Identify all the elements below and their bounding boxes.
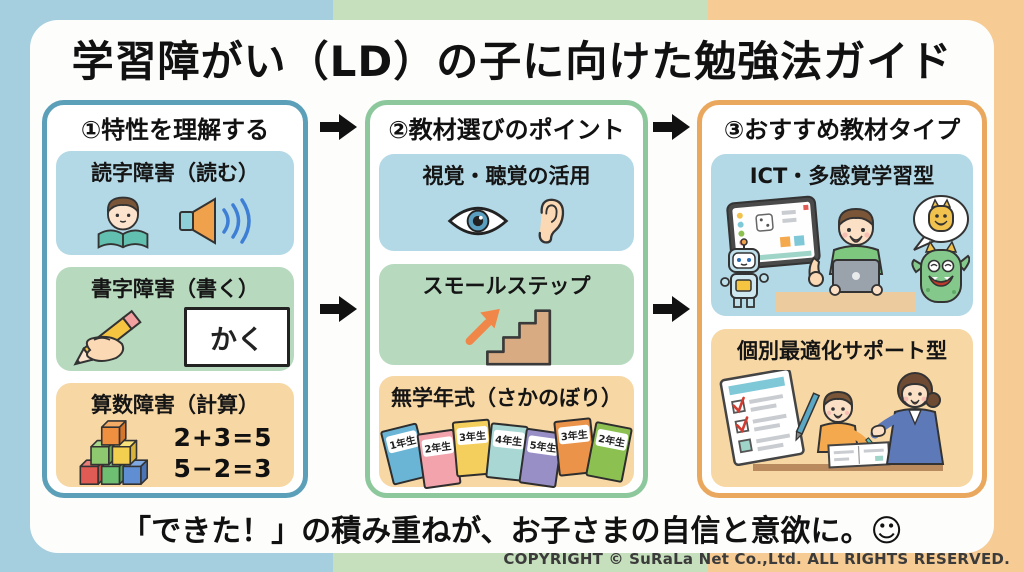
page-title: 学習障がい（LD）の子に向けた勉強法ガイド [71, 37, 953, 86]
trace-writing-box: かく [184, 307, 290, 367]
card-small-steps: スモールステップ [379, 264, 634, 366]
card-math-disability-title: 算数障害（計算） [91, 393, 259, 417]
card-visual-auditory-title: 視覚・聴覚の活用 [422, 164, 591, 188]
worksheet-icon [827, 441, 891, 469]
reading-icons-row [56, 187, 294, 255]
column-understand-traits: ①特性を理解する 読字障害（読む） 書字障害（書く） [42, 100, 308, 498]
card-visual-auditory: 視覚・聴覚の活用 [379, 154, 634, 251]
speech-bubble-monster-icon [913, 195, 969, 251]
card-writing-disability-title: 書字障害（書く） [91, 277, 259, 301]
column-1-header: ①特性を理解する [80, 115, 270, 144]
column-recommended-materials: ③おすすめ教材タイプ ICT・多感覚学習型 [697, 100, 987, 498]
ict-scene [720, 195, 970, 312]
grade-books-icon: 1年生 2年生 3年生 4年生 5年生 3年生 2年生 [379, 412, 634, 490]
card-small-steps-title: スモールステップ [422, 274, 591, 298]
equation-subtraction: 5−2=3 [173, 454, 273, 483]
column-2-header: ②教材選びのポイント [388, 115, 625, 144]
column-3-header: ③おすすめ教材タイプ [723, 115, 961, 144]
counting-blocks-icon [79, 420, 149, 486]
footer-message: 「できた！」の積み重ねが、お子さまの自信と意欲に。☺ [0, 506, 1024, 550]
child-with-tablet-icon [828, 207, 884, 296]
book-grade4-label: 4年生 [492, 429, 525, 450]
eye-icon [447, 206, 508, 235]
boy-reading-icon [97, 196, 149, 249]
book-grade3-label: 3年生 [455, 425, 489, 446]
column-material-selection: ②教材選びのポイント 視覚・聴覚の活用 スモールステップ [365, 100, 648, 498]
book-grade2b-label: 2年生 [594, 428, 629, 452]
equation-addition: 2+3=5 [173, 422, 273, 452]
card-ungraded-learning-title: 無学年式（さかのぼり） [391, 386, 622, 410]
arrow-right-icon-4 [653, 296, 690, 322]
pen-icon [795, 392, 821, 442]
card-ict-multisensory: ICT・多感覚学習型 [711, 154, 973, 316]
ear-icon [538, 198, 564, 244]
card-personalized-support: 個別最適化サポート型 [711, 329, 973, 487]
card-ict-multisensory-title: ICT・多感覚学習型 [749, 164, 935, 188]
checklist-icon [719, 370, 805, 467]
card-personalized-support-title: 個別最適化サポート型 [737, 339, 947, 363]
arrow-right-icon-1 [320, 114, 357, 140]
footer-message-text: 「できた！」の積み重ねが、お子さまの自信と意欲に。 [121, 514, 871, 549]
arrow-right-icon-3 [653, 114, 690, 140]
senses-icons-row [379, 190, 634, 251]
pointing-hand-icon [808, 256, 824, 287]
card-reading-disability: 読字障害（読む） [56, 151, 294, 255]
smiley-face-icon: ☺ [870, 513, 903, 549]
copyright-notice: COPYRIGHT © SuRaLa Net Co.,Ltd. ALL RIGH… [503, 550, 1010, 568]
hand-writing-pencil-icon [73, 309, 142, 366]
arrow-right-icon-2 [320, 296, 357, 322]
support-illustration [711, 365, 973, 487]
robot-icon [720, 238, 769, 308]
book-grade1-label: 1年生 [384, 429, 420, 454]
book-grade2-label: 2年生 [420, 435, 454, 458]
ict-illustration [711, 190, 973, 316]
stairs-up-arrow-icon [465, 308, 551, 366]
card-ungraded-learning: 無学年式（さかのぼり） 1年生 2年生 3年生 4年生 5年生 3年生 2年生 [379, 376, 634, 490]
math-equations: 2+3=5 5−2=3 [173, 422, 272, 485]
book-grade3b-label: 3年生 [557, 424, 590, 445]
card-math-disability: 算数障害（計算） 2+3=5 5−2=3 [56, 383, 294, 487]
teacher-icon [870, 372, 945, 465]
writing-icons-row: かく [56, 303, 294, 371]
math-icons-row: 2+3=5 5−2=3 [56, 419, 294, 487]
card-writing-disability: 書字障害（書く） かく [56, 267, 294, 371]
green-monster-icon [911, 240, 970, 303]
small-steps-icons-row [379, 300, 634, 366]
card-reading-disability-title: 読字障害（読む） [91, 161, 259, 185]
support-scene [719, 370, 945, 471]
speaker-sound-icon [179, 197, 251, 245]
